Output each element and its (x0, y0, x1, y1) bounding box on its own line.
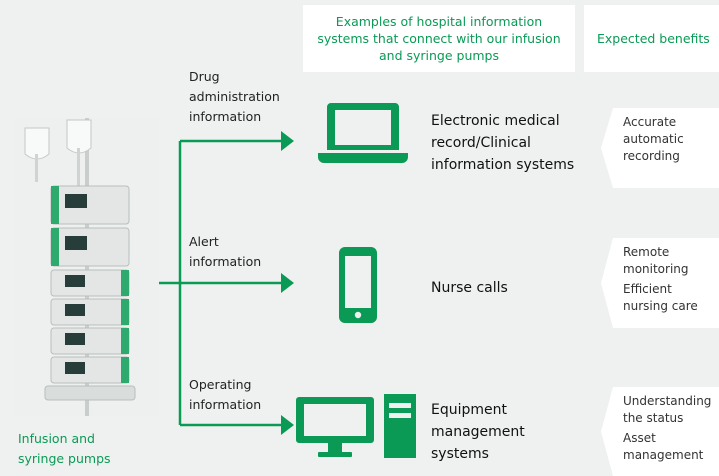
info-label-operating: Operating information (189, 375, 261, 415)
system-name-line: Equipment (431, 402, 507, 418)
system-name-line: Electronic medical (431, 113, 560, 129)
laptop-icon (318, 103, 408, 163)
arrowhead-operating (281, 415, 294, 435)
info-label-line: Alert (189, 234, 219, 249)
benefit-text: Remote (623, 245, 670, 259)
info-label-line: administration (189, 89, 280, 104)
benefits-header: Expected benefits (584, 5, 719, 72)
system-name-line: systems (431, 446, 489, 462)
benefit-text: the status (623, 411, 684, 425)
info-label-line: information (189, 397, 262, 412)
system-name-line: information systems (431, 157, 575, 173)
device-label: Infusion and syringe pumps (18, 429, 168, 469)
benefit-card-emr: Accurate automatic recording (601, 108, 719, 188)
infusion-pump-illustration (15, 118, 159, 416)
system-name-line: Nurse calls (431, 280, 508, 296)
system-name-nurse-calls: Nurse calls (431, 277, 508, 299)
benefit-text: Efficient (623, 282, 672, 296)
desktop-computer-icon (296, 394, 416, 458)
system-name-equipment-management: Equipment management systems (431, 399, 525, 465)
benefit-text: recording (623, 149, 680, 163)
info-label-line: Drug (189, 69, 220, 84)
systems-header: Examples of hospital information systems… (303, 5, 575, 72)
benefit-card-equipment-management: Understanding the status Asset managemen… (601, 387, 719, 476)
info-label-drug-administration: Drug administration information (189, 67, 280, 127)
benefit-text: Asset (623, 431, 656, 445)
pump-photo (15, 118, 159, 416)
arrowhead-drug (281, 131, 294, 151)
info-label-alert: Alert information (189, 232, 261, 272)
info-label-line: information (189, 254, 262, 269)
arrowhead-alert (281, 273, 294, 293)
benefit-card-nurse-calls: Remote monitoring Efficient nursing care (601, 238, 719, 328)
benefits-header-text: Expected benefits (597, 31, 710, 46)
benefit-text: management (623, 448, 704, 462)
benefit-text: Understanding (623, 394, 712, 408)
systems-header-text: Examples of hospital information systems… (317, 14, 561, 63)
benefit-text: nursing care (623, 299, 698, 313)
system-name-emr: Electronic medical record/Clinical infor… (431, 110, 574, 176)
benefit-text: monitoring (623, 262, 689, 276)
benefit-text: Accurate (623, 115, 677, 129)
system-name-line: management (431, 424, 525, 440)
smartphone-icon (339, 247, 377, 323)
info-label-line: information (189, 109, 262, 124)
system-name-line: record/Clinical (431, 135, 531, 151)
info-label-line: Operating (189, 377, 252, 392)
device-label-line: Infusion and (18, 431, 95, 446)
device-label-line: syringe pumps (18, 451, 111, 466)
benefit-text: automatic (623, 132, 684, 146)
